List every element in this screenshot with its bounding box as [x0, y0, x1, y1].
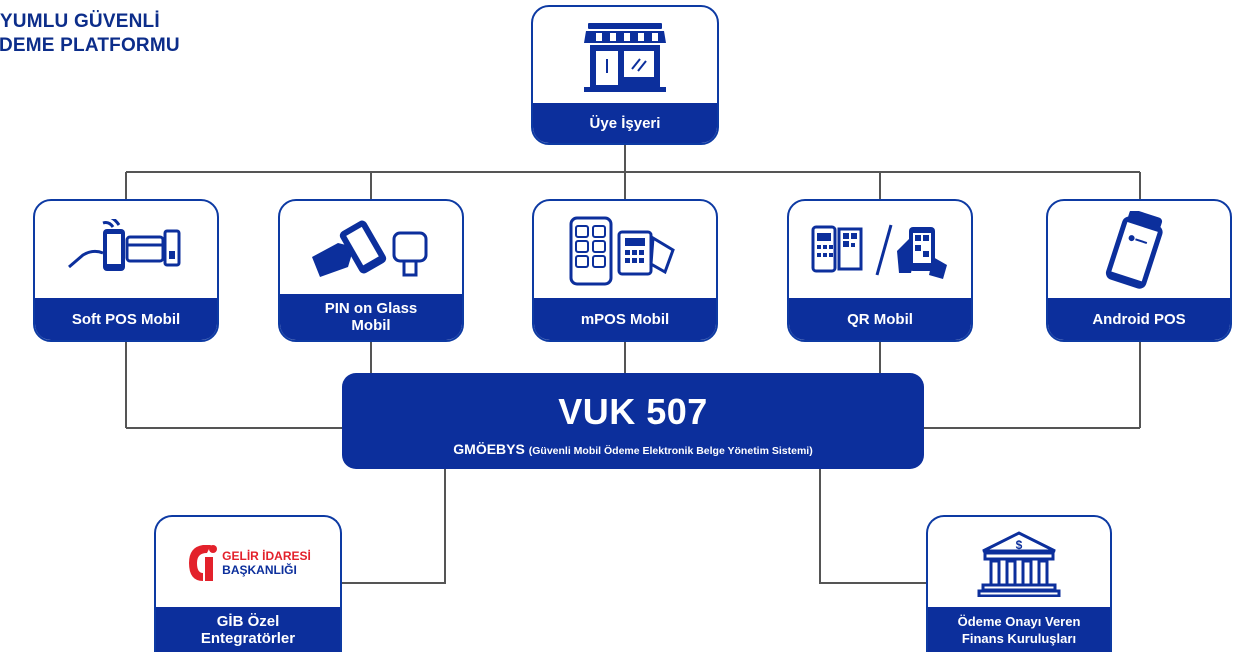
- vuk-507-center-box: VUK 507 GMÖEBYS (Güvenli Mobil Ödeme Ele…: [342, 373, 924, 469]
- gib-logo: GELİR İDARESİ BAŞKANLIĞI: [156, 517, 340, 609]
- storefront-icon: [533, 7, 717, 107]
- node-label: Üye İşyeri: [533, 103, 717, 143]
- svg-text:$: $: [1016, 538, 1023, 552]
- node-mpos: mPOS Mobil: [532, 199, 718, 342]
- bank-icon: $: [928, 517, 1110, 609]
- node-uye-isyeri: Üye İşyeri: [531, 5, 719, 145]
- android-pos-terminal-icon: [1048, 201, 1230, 299]
- gib-logo-text-1: GELİR İDARESİ: [222, 549, 311, 563]
- phone-with-card-reader-icon: [280, 201, 462, 297]
- title-line-2: ÖDEME PLATFORMU: [0, 35, 180, 56]
- title-line-1: UYUMLU GÜVENLİ: [0, 11, 160, 32]
- center-desc: (Güvenli Mobil Ödeme Elektronik Belge Yö…: [528, 445, 813, 457]
- center-title: VUK 507: [558, 391, 708, 432]
- node-label: Ödeme Onayı Veren Finans Kuruluşları: [928, 607, 1110, 652]
- node-finans-kuruluslari: $ Ödeme Onayı Veren Finans Kuruluşları: [926, 515, 1112, 652]
- node-label: GİB Özel Entegratörler: [156, 607, 340, 652]
- diagram-title: UYUMLU GÜVENLİ ÖDEME PLATFORMU: [0, 10, 180, 58]
- center-abbr: GMÖEBYS: [453, 441, 525, 457]
- node-gib-ozel-entegratorler: GELİR İDARESİ BAŞKANLIĞI GİB Özel Entegr…: [154, 515, 342, 652]
- node-android-pos: Android POS: [1046, 199, 1232, 342]
- node-label: QR Mobil: [789, 298, 971, 340]
- node-label: Android POS: [1048, 298, 1230, 340]
- qr-payment-icon: [789, 201, 971, 301]
- gib-logo-text-2: BAŞKANLIĞI: [222, 563, 297, 577]
- node-soft-pos: Soft POS Mobil: [33, 199, 219, 342]
- node-pin-on-glass: PIN on Glass Mobil: [278, 199, 464, 342]
- node-label: Soft POS Mobil: [35, 298, 217, 340]
- node-label: PIN on Glass Mobil: [280, 294, 462, 340]
- node-qr: QR Mobil: [787, 199, 973, 342]
- gib-logo-mark-icon: [189, 545, 218, 581]
- node-label: mPOS Mobil: [534, 298, 716, 340]
- contactless-phone-card-icon: [35, 201, 217, 301]
- mobile-app-with-card-reader-icon: [534, 201, 716, 301]
- center-subtitle: GMÖEBYS (Güvenli Mobil Ödeme Elektronik …: [342, 441, 924, 457]
